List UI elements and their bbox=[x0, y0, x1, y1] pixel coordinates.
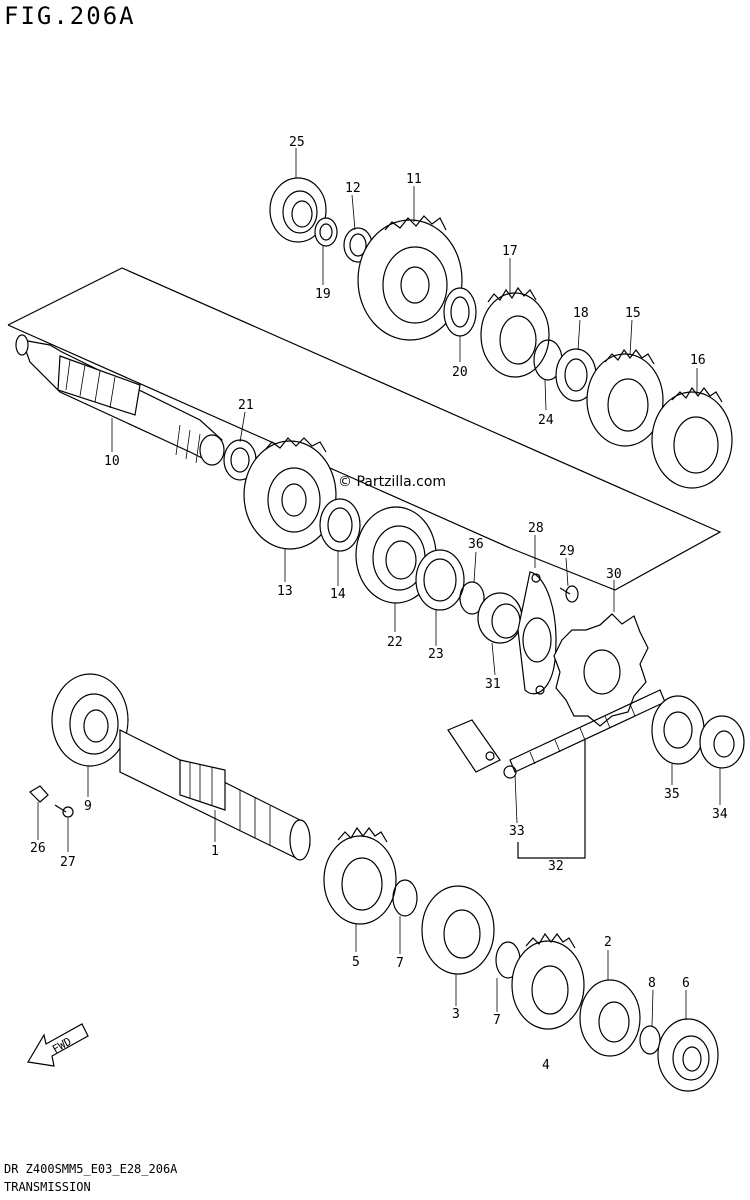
circlip-part-8 bbox=[639, 1025, 661, 1055]
callout-14: 14 bbox=[330, 587, 346, 602]
gear-part-2 bbox=[579, 979, 641, 1057]
callout-34: 34 bbox=[712, 807, 728, 822]
sprocket-part-30 bbox=[553, 613, 649, 727]
input-shaft-part-1 bbox=[119, 729, 311, 861]
callout-20: 20 bbox=[452, 365, 468, 380]
callout-22: 22 bbox=[387, 635, 403, 650]
callout-2: 2 bbox=[604, 935, 612, 950]
callout-1: 1 bbox=[211, 844, 219, 859]
watermark: © Partzilla.com bbox=[338, 474, 447, 490]
gear-part-4 bbox=[511, 932, 585, 1030]
callout-31: 31 bbox=[485, 677, 501, 692]
callout-18: 18 bbox=[573, 306, 589, 321]
callout-10: 10 bbox=[104, 454, 120, 469]
callout-27: 27 bbox=[60, 855, 76, 870]
figure-title: FIG.206A bbox=[4, 2, 136, 30]
countershaft-part-10 bbox=[15, 334, 225, 466]
circlip-part-7-upper bbox=[392, 879, 418, 917]
gear-part-15 bbox=[586, 348, 664, 447]
callout-24: 24 bbox=[538, 413, 554, 428]
callout-32: 32 bbox=[548, 859, 564, 874]
spacer-part-31 bbox=[477, 592, 523, 644]
fwd-arrow-icon: FWD bbox=[27, 1023, 89, 1067]
leader-lines bbox=[37, 148, 721, 1027]
gear-part-3 bbox=[421, 885, 495, 975]
callout-8: 8 bbox=[648, 976, 656, 991]
spacer-part-14 bbox=[319, 498, 361, 552]
callout-33: 33 bbox=[509, 824, 525, 839]
callout-17: 17 bbox=[502, 244, 518, 259]
washer-part-35 bbox=[651, 695, 705, 765]
callout-5: 5 bbox=[352, 955, 360, 970]
callout-4: 4 bbox=[542, 1058, 550, 1073]
nut-part-34 bbox=[699, 715, 745, 769]
gear-part-17 bbox=[480, 286, 550, 378]
callout-15: 15 bbox=[625, 306, 641, 321]
screw-part-27 bbox=[54, 804, 74, 818]
seal-part-23 bbox=[415, 549, 465, 611]
callout-19: 19 bbox=[315, 287, 331, 302]
bearing-part-25 bbox=[269, 177, 327, 243]
callout-3: 3 bbox=[452, 1007, 460, 1022]
footer-diagram-code: DR Z400SMM5_E03_E28_206A bbox=[4, 1162, 178, 1176]
callout-7b: 7 bbox=[493, 1013, 501, 1028]
callout-12: 12 bbox=[345, 181, 361, 196]
group-outline bbox=[7, 267, 722, 591]
bearing-part-9 bbox=[51, 673, 129, 767]
washer-part-19 bbox=[314, 217, 338, 247]
callout-labels: 25 12 11 19 17 20 18 15 16 24 10 21 13 1… bbox=[30, 135, 728, 1073]
callout-25: 25 bbox=[289, 135, 305, 150]
bolt-part-29 bbox=[559, 585, 579, 603]
gear-part-16 bbox=[651, 386, 733, 489]
callout-30: 30 bbox=[606, 567, 622, 582]
gear-part-11 bbox=[357, 215, 463, 341]
callout-6: 6 bbox=[682, 976, 690, 991]
chain-joint-part-33 bbox=[447, 719, 517, 779]
callout-35: 35 bbox=[664, 787, 680, 802]
callout-36: 36 bbox=[468, 537, 484, 552]
callout-21: 21 bbox=[238, 398, 254, 413]
callout-9: 9 bbox=[84, 799, 92, 814]
callout-29: 29 bbox=[559, 544, 575, 559]
callout-13: 13 bbox=[277, 584, 293, 599]
oring-part-36 bbox=[459, 581, 485, 615]
gear-part-5 bbox=[323, 826, 397, 925]
plate-part-26 bbox=[29, 785, 49, 803]
footer-diagram-name: TRANSMISSION bbox=[4, 1180, 91, 1194]
callout-26: 26 bbox=[30, 841, 46, 856]
washer-part-20 bbox=[443, 287, 477, 337]
callout-7a: 7 bbox=[396, 956, 404, 971]
callout-11: 11 bbox=[406, 172, 422, 187]
gear-part-13 bbox=[243, 437, 337, 550]
plate-part-28 bbox=[517, 571, 557, 695]
callout-23: 23 bbox=[428, 647, 444, 662]
bearing-part-6 bbox=[657, 1018, 719, 1092]
callout-16: 16 bbox=[690, 353, 706, 368]
callout-28: 28 bbox=[528, 521, 544, 536]
